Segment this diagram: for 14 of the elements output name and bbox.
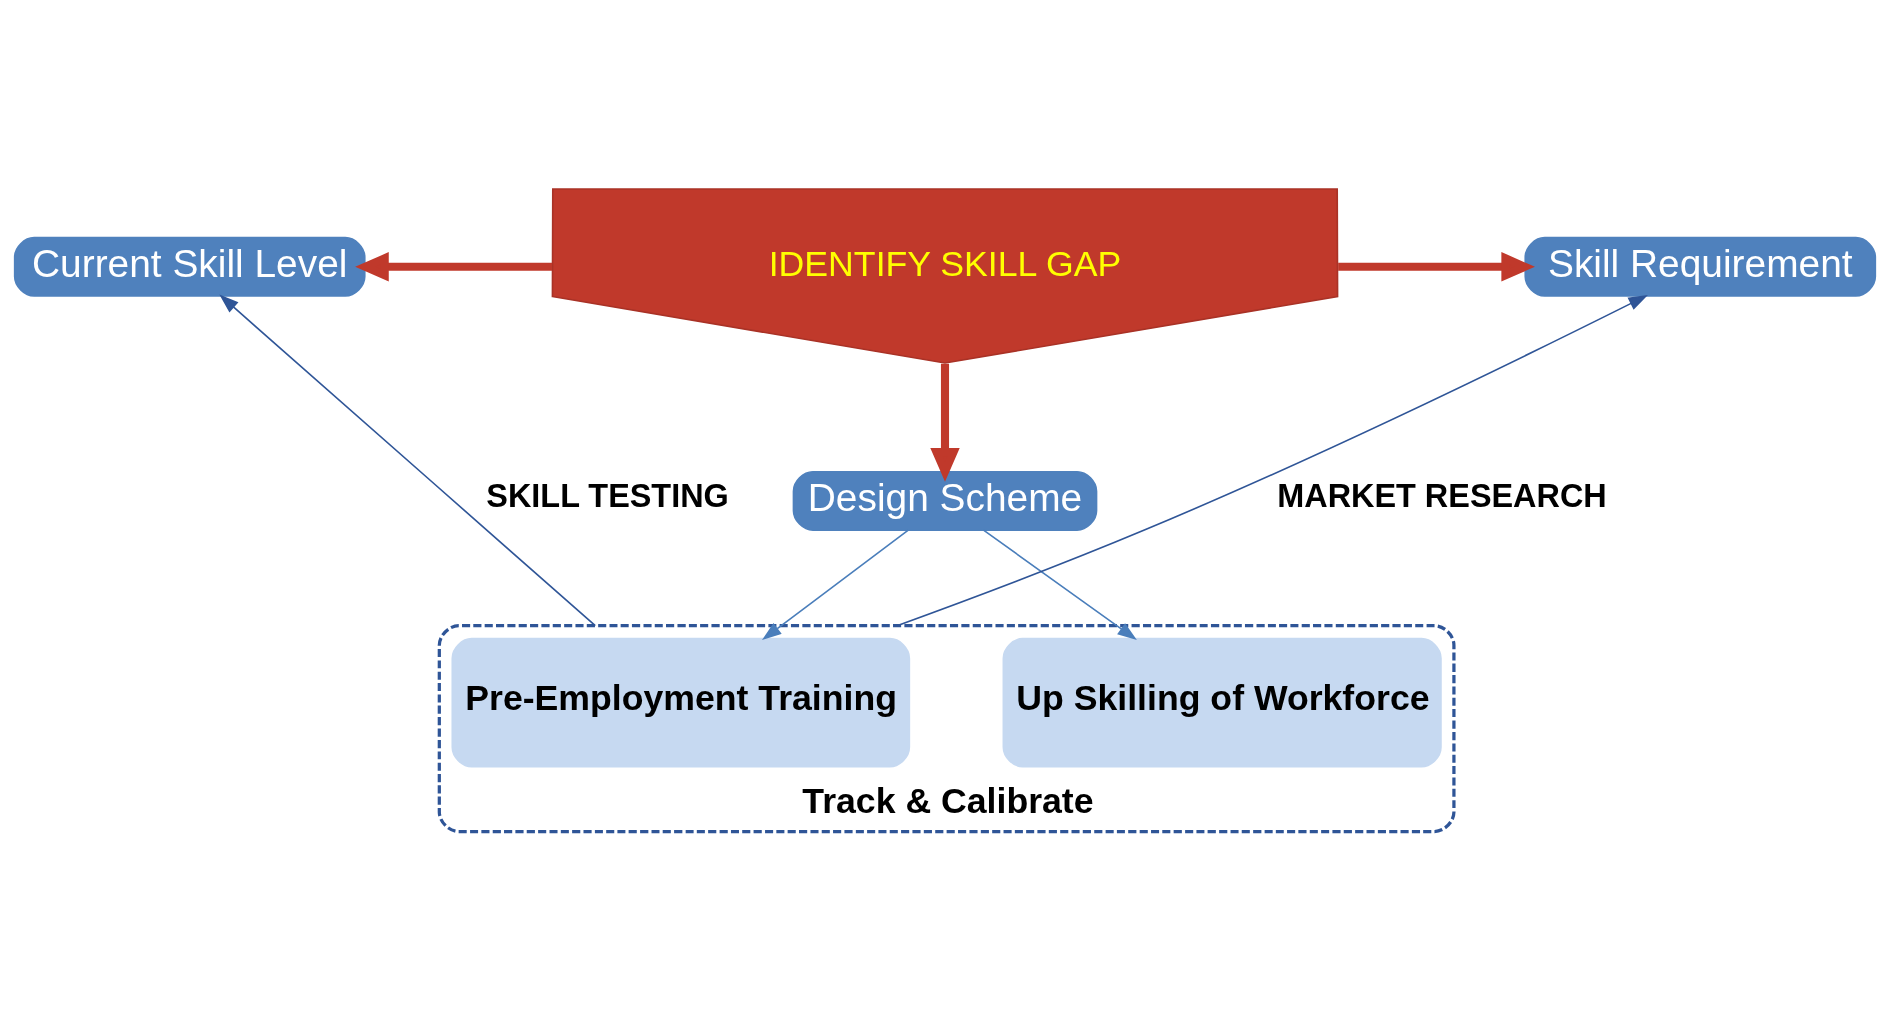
arrow	[1338, 251, 1535, 282]
arrow	[219, 294, 597, 626]
node-box: Design Scheme	[792, 470, 1098, 531]
node-box: Current Skill Level	[13, 236, 366, 297]
arrow	[762, 528, 910, 640]
node-box: Pre-Employment Training	[451, 637, 911, 768]
arrow	[930, 363, 960, 482]
arrow	[896, 294, 1648, 626]
arrow	[982, 528, 1137, 640]
edge-label: MARKET RESEARCH	[1277, 477, 1607, 514]
edge-label: SKILL TESTING	[486, 477, 729, 514]
arrow	[355, 251, 553, 282]
node-box: Up Skilling of Workforce	[1002, 637, 1442, 768]
node-box: Skill Requirement	[1524, 236, 1877, 297]
